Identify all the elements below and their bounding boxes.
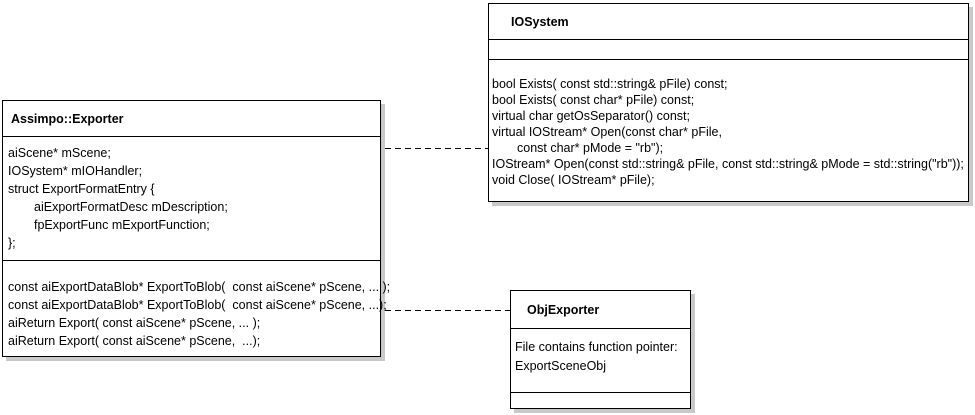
note-line: File contains function pointer: bbox=[515, 340, 678, 354]
method-line: const aiExportDataBlob* ExportToBlob( co… bbox=[8, 298, 387, 312]
class-name-header: Assimpo::Exporter bbox=[3, 101, 380, 137]
method-line: IOStream* Open(const std::string& pFile,… bbox=[492, 157, 964, 171]
attribute-line: aiExportFormatDesc mDescription; bbox=[34, 200, 228, 214]
method-line: aiReturn Export( const aiScene* pScene, … bbox=[8, 334, 261, 348]
method-line: aiReturn Export( const aiScene* pScene, … bbox=[8, 316, 261, 330]
attribute-line: fpExportFunc mExportFunction; bbox=[34, 218, 210, 232]
class-box-assimpo-exporter[interactable]: Assimpo::Exporter aiScene* mScene; IOSys… bbox=[2, 100, 391, 357]
methods-section: bool Exists( const std::string& pFile) c… bbox=[489, 60, 968, 188]
dashed-connector-exporter-iosystem[interactable] bbox=[385, 148, 488, 149]
attribute-line: }; bbox=[8, 236, 16, 250]
attributes-section: aiScene* mScene; IOSystem* mIOHandler; s… bbox=[3, 137, 380, 261]
method-line: const char* pMode = "rb"); bbox=[517, 141, 664, 155]
method-line: bool Exists( const std::string& pFile) c… bbox=[492, 77, 728, 91]
method-line: virtual char getOsSeparator() const; bbox=[492, 109, 690, 123]
method-line: virtual IOStream* Open(const char* pFile… bbox=[492, 125, 722, 139]
attribute-line: IOSystem* mIOHandler; bbox=[8, 164, 143, 178]
class-box-objexporter[interactable]: ObjExporter File contains function point… bbox=[510, 290, 691, 409]
attribute-line: struct ExportFormatEntry { bbox=[8, 182, 155, 196]
method-line: bool Exists( const char* pFile) const; bbox=[492, 93, 695, 107]
class-name-header: IOSystem bbox=[489, 4, 968, 40]
method-line: const aiExportDataBlob* ExportToBlob( co… bbox=[8, 280, 391, 294]
attributes-section-empty bbox=[489, 40, 968, 60]
methods-section-empty bbox=[511, 393, 690, 409]
notes-section: File contains function pointer: ExportSc… bbox=[511, 329, 690, 393]
class-box-iosystem[interactable]: IOSystem bool Exists( const std::string&… bbox=[488, 3, 969, 202]
class-name-header: ObjExporter bbox=[511, 291, 690, 329]
methods-section: const aiExportDataBlob* ExportToBlob( co… bbox=[3, 261, 391, 350]
method-line: void Close( IOStream* pFile); bbox=[492, 173, 655, 187]
attribute-line: aiScene* mScene; bbox=[8, 146, 111, 160]
note-line: ExportSceneObj bbox=[515, 359, 607, 373]
dashed-connector-exporter-objexporter[interactable] bbox=[385, 310, 510, 311]
